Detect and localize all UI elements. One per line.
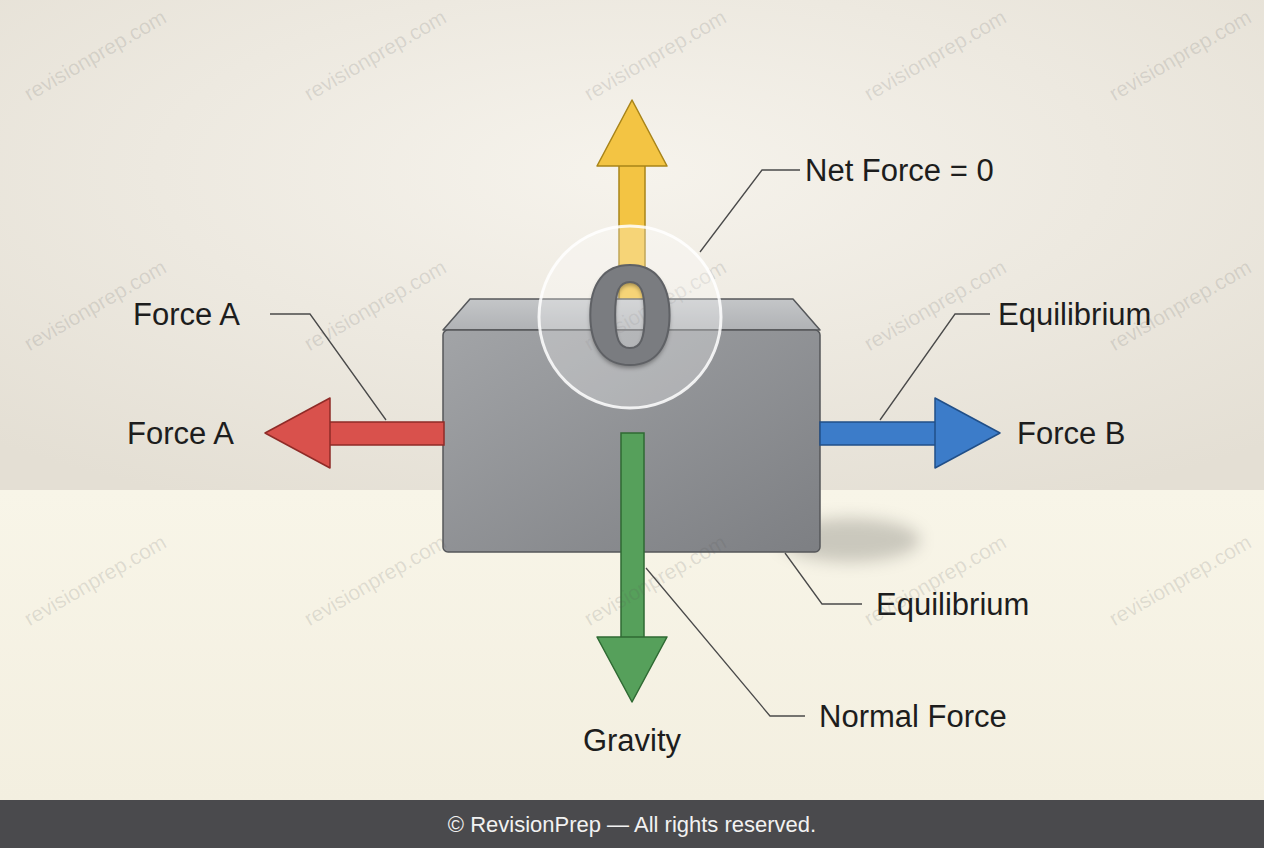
arrow-shaft: [820, 422, 938, 445]
arrow-label: Gravity: [583, 725, 681, 756]
watermark: revisionprep.com: [581, 6, 730, 104]
arrow-label: Force B: [1017, 418, 1126, 449]
watermark: revisionprep.com: [301, 531, 450, 629]
watermark: revisionprep.com: [301, 256, 450, 354]
arrow-head: [935, 398, 1000, 468]
arrow-label: Force A: [127, 418, 234, 449]
callout-label: Net Force = 0: [805, 155, 994, 186]
footer-bar: [0, 800, 1264, 848]
net-force-value: 0: [584, 251, 676, 383]
leader-line: [700, 170, 800, 252]
watermark: revisionprep.com: [581, 531, 730, 629]
leader-line: [646, 568, 805, 716]
force-a-arrow: [265, 398, 444, 468]
footer-copyright: © RevisionPrep — All rights reserved.: [448, 814, 816, 836]
net-force-circle: 0: [538, 225, 722, 409]
arrow-head: [597, 100, 667, 166]
watermark: revisionprep.com: [1106, 6, 1255, 104]
callout-label: Normal Force: [819, 701, 1007, 732]
glass-circle: [539, 226, 721, 408]
arrow-head: [265, 398, 330, 468]
arrow-head: [597, 637, 667, 702]
callout-label: Force A: [133, 299, 240, 330]
watermark: revisionprep.com: [861, 6, 1010, 104]
watermark: revisionprep.com: [301, 6, 450, 104]
leader-lines: [270, 170, 990, 716]
leader-line: [785, 553, 862, 604]
watermark: revisionprep.com: [21, 6, 170, 104]
arrow-shaft: [326, 422, 444, 445]
watermark: revisionprep.com: [21, 531, 170, 629]
force-b-arrow: [820, 398, 1000, 468]
watermark: revisionprep.com: [861, 256, 1010, 354]
watermark: revisionprep.com: [1106, 531, 1255, 629]
